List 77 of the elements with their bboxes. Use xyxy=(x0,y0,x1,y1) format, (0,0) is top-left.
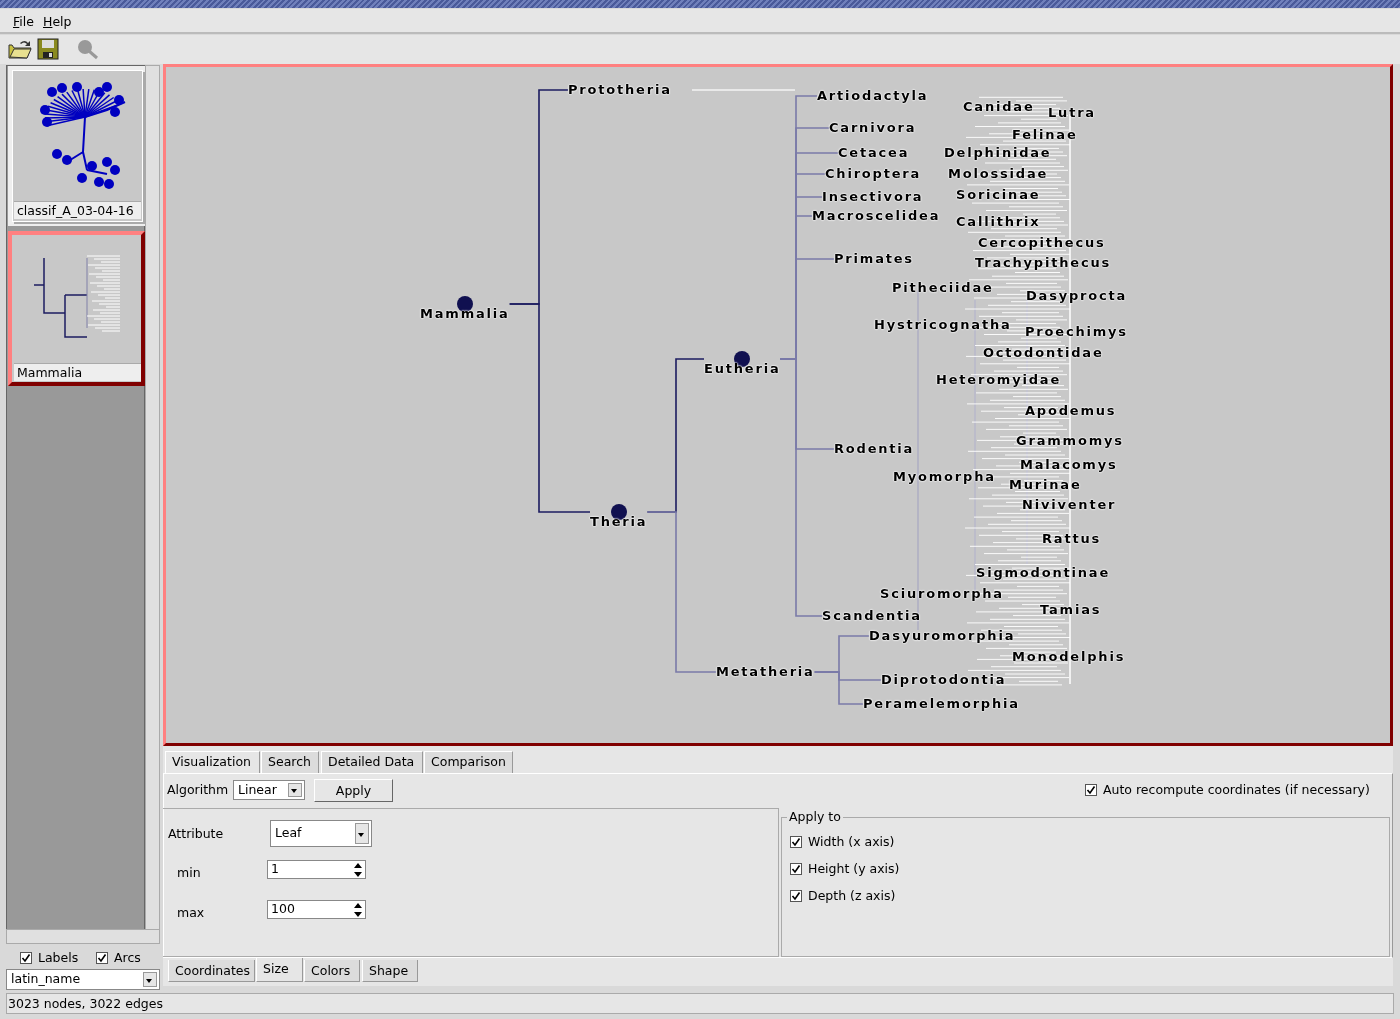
taxon-label: Rodentia xyxy=(834,441,915,457)
taxon-label: Malacomys xyxy=(1020,457,1118,473)
taxon-label: Cetacea xyxy=(838,145,910,161)
taxon-label: Theria xyxy=(590,514,648,530)
tree-branch xyxy=(646,511,717,673)
checkbox: Auto recompute coordinates (if necessary) xyxy=(1085,781,1370,799)
taxon-label: Cercopithecus xyxy=(978,235,1106,251)
status-text: 3023 nodes, 3022 edges xyxy=(8,996,163,1012)
tree-branch xyxy=(508,303,591,513)
taxon-label: Diprotodontia xyxy=(881,672,1007,688)
taxon-label: Sigmodontinae xyxy=(976,565,1110,581)
taxon-label: Apodemus xyxy=(1025,403,1117,419)
field-label: Algorithm xyxy=(167,782,229,798)
taxon-label: Monodelphis xyxy=(1012,649,1126,665)
tab: Colors xyxy=(304,960,360,982)
taxon-label: Scandentia xyxy=(822,608,922,624)
tab: Size xyxy=(256,958,303,982)
taxon-label: Octodontidae xyxy=(983,345,1104,361)
taxon-label: Molossidae xyxy=(948,166,1049,182)
taxon-label: Artiodactyla xyxy=(817,88,929,104)
taxon-label: Felinae xyxy=(1012,127,1078,143)
tree-branch xyxy=(779,358,823,617)
checkbox: Depth (z axis) xyxy=(790,887,896,905)
taxon-label: Mammalia xyxy=(420,306,510,322)
taxon-label: Eutheria xyxy=(704,361,781,377)
taxon-label: Grammomys xyxy=(1016,433,1124,449)
taxon-label: Dasyuromorphia xyxy=(869,628,1016,644)
taxon-label: Sciuromorpha xyxy=(880,586,1004,602)
taxon-label: Chiroptera xyxy=(825,166,922,182)
taxon-label: Macroscelidea xyxy=(812,208,941,224)
field-label: max xyxy=(177,905,205,921)
taxon-label: Dasyprocta xyxy=(1026,288,1128,304)
taxon-label: Murinae xyxy=(1009,477,1082,493)
field-label: Attribute xyxy=(168,826,224,842)
taxon-label: Metatheria xyxy=(716,664,815,680)
group-title: Apply to xyxy=(787,809,843,825)
taxon-label: Pitheciidae xyxy=(892,280,994,296)
checkbox: Width (x axis) xyxy=(790,833,895,851)
tab: Coordinates xyxy=(168,960,255,982)
checkbox: Labels xyxy=(20,949,79,967)
thumbnail-caption: Mammalia xyxy=(14,363,141,381)
taxon-label: Peramelemorphia xyxy=(863,696,1020,712)
field-label: min xyxy=(177,865,201,881)
dropdown: latin_name xyxy=(6,969,160,990)
dropdown: Linear xyxy=(233,780,305,800)
taxon-label: Carnivora xyxy=(829,120,917,136)
dropdown: Leaf xyxy=(270,820,372,847)
menu-item: Help xyxy=(43,14,72,30)
taxon-label: Proechimys xyxy=(1025,324,1128,340)
tab: Detailed Data xyxy=(321,751,423,773)
taxon-label: Prototheria xyxy=(568,82,672,98)
tree-branch xyxy=(813,671,864,705)
tab: Search xyxy=(261,751,319,773)
taxon-label: Niviventer xyxy=(1022,497,1117,513)
checkbox: Arcs xyxy=(96,949,141,967)
taxon-label: Soricinae xyxy=(956,187,1041,203)
tab: Shape xyxy=(362,960,418,982)
apply-button: Apply xyxy=(314,779,393,802)
taxon-label: Insectivora xyxy=(822,189,924,205)
number-field: 100 xyxy=(267,900,366,919)
taxon-label: Canidae xyxy=(963,99,1035,115)
taxon-label: Rattus xyxy=(1042,531,1101,547)
taxon-label: Heteromyidae xyxy=(936,372,1062,388)
taxon-label: Callithrix xyxy=(956,214,1041,230)
taxon-label: Tamias xyxy=(1040,602,1102,618)
tab: Visualization xyxy=(165,751,260,773)
taxon-label: Lutra xyxy=(1048,105,1096,121)
taxon-label: Trachypithecus xyxy=(975,255,1111,271)
number-field: 1 xyxy=(267,860,366,879)
taxon-label: Myomorpha xyxy=(893,469,996,485)
checkbox: Height (y axis) xyxy=(790,860,900,878)
thumbnail-caption: classif_A_03-04-16 xyxy=(14,201,141,219)
taxon-label: Hystricognatha xyxy=(874,317,1012,333)
tab: Comparison xyxy=(424,751,513,773)
menu-item: File xyxy=(13,14,34,30)
taxon-label: Primates xyxy=(834,251,914,267)
taxon-label: Delphinidae xyxy=(944,145,1052,161)
